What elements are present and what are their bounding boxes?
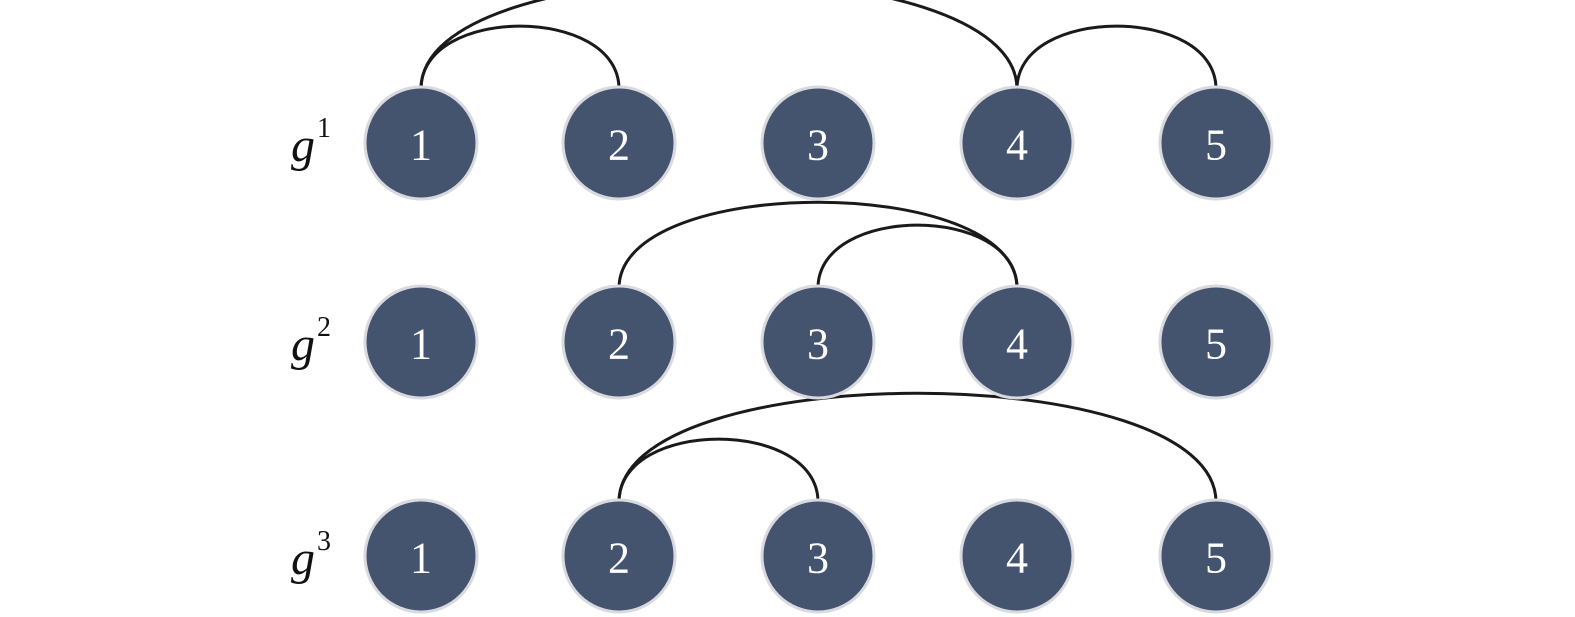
edge-g1-4-5 (1015, 24, 1218, 91)
row-label-base: g (291, 318, 315, 371)
node-circle (363, 85, 479, 201)
edge-g2-2-4 (617, 200, 1019, 290)
edge-g1-1-4 (419, 0, 1019, 91)
node-g2-4: 4 (959, 284, 1075, 400)
node-g3-3: 3 (760, 498, 876, 614)
row-label-superscript: 3 (317, 526, 331, 557)
node-circle (1158, 85, 1274, 201)
node-label: 5 (1205, 320, 1227, 369)
node-label: 2 (608, 534, 630, 583)
node-g1-1: 1 (363, 85, 479, 201)
node-g1-5: 5 (1158, 85, 1274, 201)
node-g3-4: 4 (959, 498, 1075, 614)
node-label: 1 (410, 320, 432, 369)
node-circle (959, 284, 1075, 400)
row-label-base: g (291, 119, 315, 172)
node-g2-3: 3 (760, 284, 876, 400)
node-circle (363, 498, 479, 614)
edge-g3-2-5 (617, 391, 1218, 504)
node-label: 5 (1205, 534, 1227, 583)
node-label: 4 (1006, 534, 1028, 583)
node-label: 3 (807, 121, 829, 170)
node-g3-1: 1 (363, 498, 479, 614)
edge-g1-1-2 (419, 24, 621, 91)
node-label: 3 (807, 320, 829, 369)
node-circle (363, 284, 479, 400)
node-circle (561, 85, 677, 201)
nodes-layer: 1 2 3 4 5 1 2 3 4 5 1 2 3 4 5 (363, 85, 1274, 614)
node-circle (760, 284, 876, 400)
node-g1-3: 3 (760, 85, 876, 201)
node-g2-1: 1 (363, 284, 479, 400)
node-g2-2: 2 (561, 284, 677, 400)
row-label-superscript: 1 (317, 113, 331, 144)
node-label: 1 (410, 121, 432, 170)
node-label: 3 (807, 534, 829, 583)
node-g3-5: 5 (1158, 498, 1274, 614)
row-label-base: g (291, 532, 315, 585)
node-g3-2: 2 (561, 498, 677, 614)
node-circle (561, 498, 677, 614)
row-label-superscript: 2 (317, 312, 331, 343)
node-circle (1158, 498, 1274, 614)
node-g2-5: 5 (1158, 284, 1274, 400)
node-circle (959, 498, 1075, 614)
node-label: 5 (1205, 121, 1227, 170)
node-label: 1 (410, 534, 432, 583)
edges-layer (419, 0, 1218, 504)
edge-g3-2-3 (617, 437, 820, 504)
node-label: 2 (608, 320, 630, 369)
node-g1-2: 2 (561, 85, 677, 201)
node-label: 2 (608, 121, 630, 170)
node-g1-4: 4 (959, 85, 1075, 201)
node-label: 4 (1006, 320, 1028, 369)
node-circle (1158, 284, 1274, 400)
node-circle (561, 284, 677, 400)
node-circle (959, 85, 1075, 201)
node-circle (760, 85, 876, 201)
node-circle (760, 498, 876, 614)
edge-g2-3-4 (816, 223, 1019, 290)
node-label: 4 (1006, 121, 1028, 170)
